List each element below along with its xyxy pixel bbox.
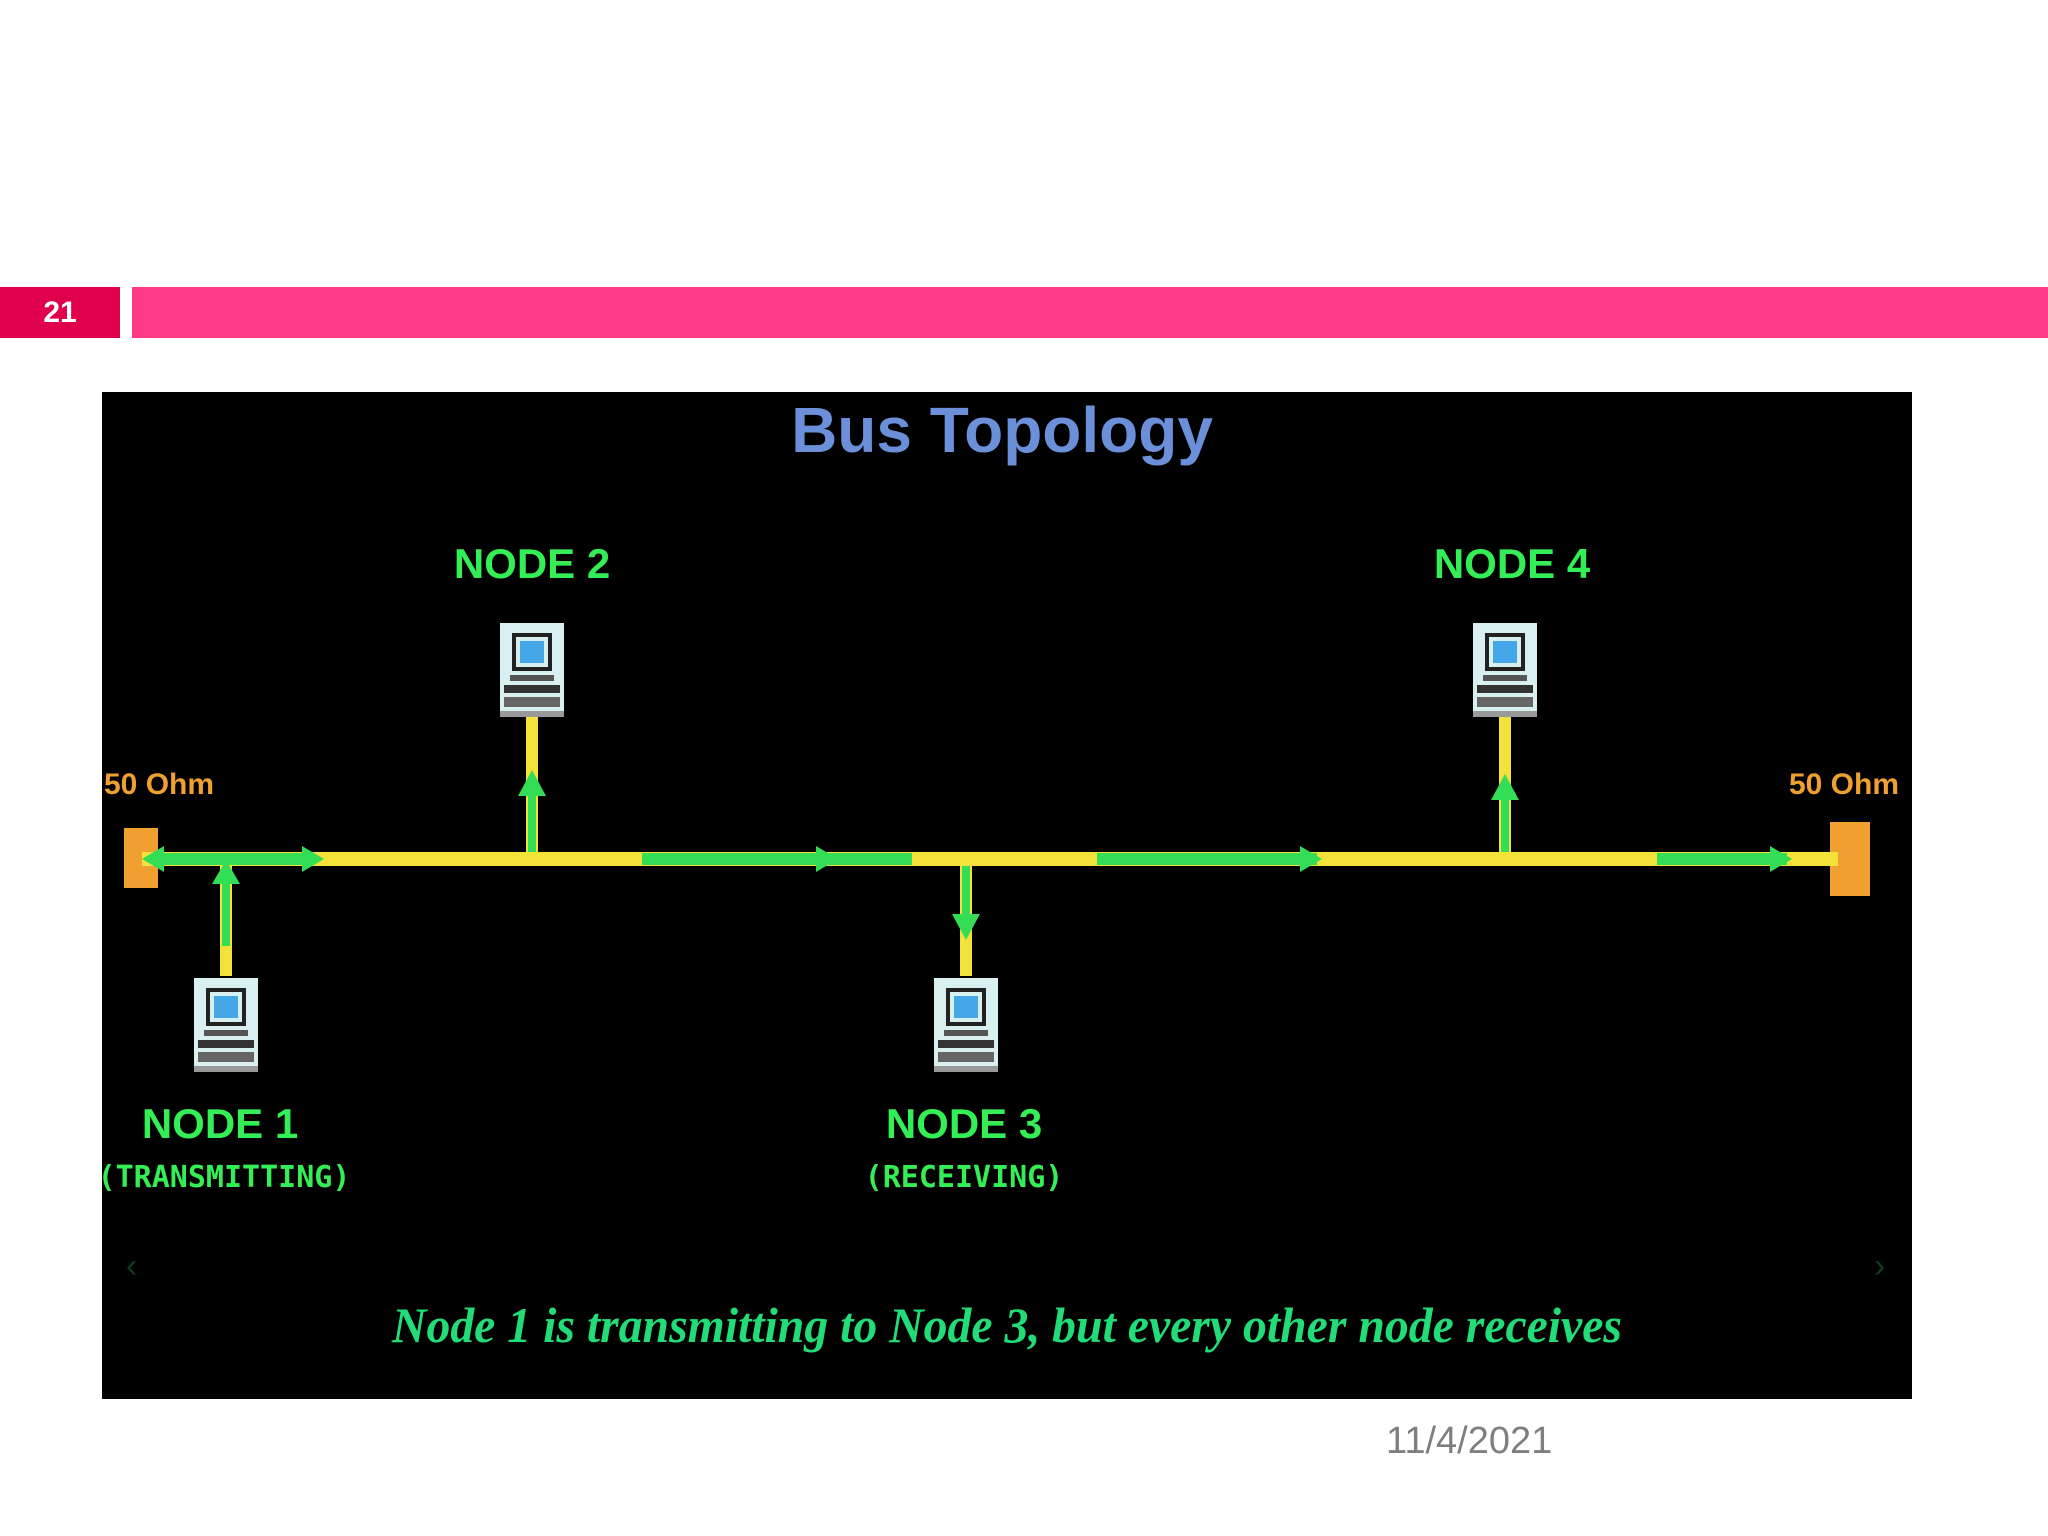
diagram-caption: Node 1 is transmitting to Node 3, but ev…	[391, 1297, 1622, 1353]
diagram-title: Bus Topology	[791, 394, 1213, 466]
prev-arrow-icon: ‹	[126, 1247, 137, 1285]
slide-date: 11/4/2021	[1386, 1420, 1553, 1462]
bus-topology-diagram: Bus Topology 50 Ohm 50 Ohm	[102, 392, 1912, 1399]
node-3-label: NODE 3	[886, 1100, 1042, 1147]
node-1-label: NODE 1	[142, 1100, 298, 1147]
node-3-status: (RECEIVING)	[865, 1160, 1064, 1195]
bus-signals	[142, 846, 1792, 872]
next-arrow-icon: ›	[1874, 1247, 1885, 1285]
node-3-computer-icon	[932, 976, 1000, 1074]
header-bar	[132, 287, 2048, 338]
terminator-left-label: 50 Ohm	[104, 768, 214, 801]
node-2-label: NODE 2	[454, 540, 610, 587]
node-1-status: (TRANSMITTING)	[102, 1160, 350, 1195]
node-2-computer-icon	[498, 621, 566, 719]
node-4-label: NODE 4	[1434, 540, 1591, 587]
node-1-computer-icon	[192, 976, 260, 1074]
node-4-computer-icon	[1471, 621, 1539, 719]
bus-cable	[142, 852, 1838, 866]
drop-cables	[212, 712, 1519, 976]
slide-number: 21	[0, 287, 120, 338]
terminator-right-label: 50 Ohm	[1789, 768, 1899, 801]
